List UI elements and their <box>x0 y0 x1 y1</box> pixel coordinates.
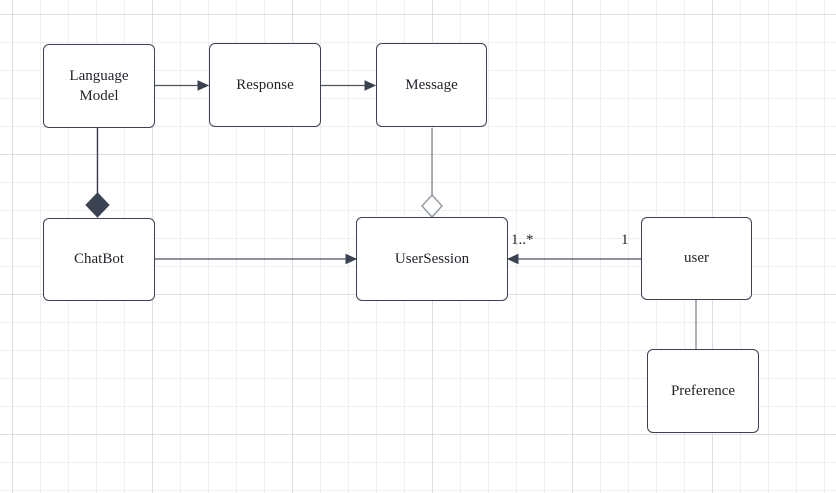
node-user[interactable]: user <box>641 217 752 300</box>
filled-diamond-icon <box>85 192 110 218</box>
node-usersession[interactable]: UserSession <box>356 217 508 301</box>
node-label: ChatBot <box>73 251 124 268</box>
node-label: user <box>684 250 709 267</box>
node-label: Message <box>405 76 458 93</box>
multiplicity-label-usersession-end: 1..* <box>511 232 534 248</box>
arrowhead-icon <box>345 253 358 265</box>
node-preference[interactable]: Preference <box>647 349 759 433</box>
node-language-model[interactable]: Language Model <box>43 44 155 128</box>
edge-user-usersession[interactable] <box>506 253 641 265</box>
edge-response-message[interactable] <box>321 80 377 91</box>
hollow-diamond-icon <box>421 193 443 219</box>
arrowhead-icon <box>197 80 210 91</box>
arrowhead-icon <box>506 253 519 265</box>
edge-language-model-chatbot-composition[interactable] <box>85 128 110 218</box>
arrowhead-icon <box>364 80 377 91</box>
node-chatbot[interactable]: ChatBot <box>43 218 155 301</box>
multiplicity-label-user-end: 1 <box>621 232 629 248</box>
node-label: Preference <box>670 382 736 399</box>
node-message[interactable]: Message <box>376 43 487 127</box>
node-label: UserSession <box>394 250 470 267</box>
node-label: Language Model <box>69 67 129 104</box>
edge-language-model-response[interactable] <box>155 80 210 91</box>
node-label: Response <box>236 76 294 93</box>
edge-message-usersession-aggregation[interactable] <box>421 128 443 219</box>
edge-chatbot-usersession[interactable] <box>155 253 358 265</box>
node-response[interactable]: Response <box>209 43 321 127</box>
